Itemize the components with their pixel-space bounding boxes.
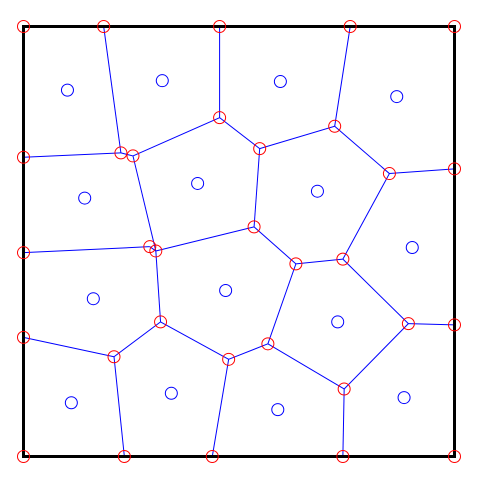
voronoi-edge <box>160 321 229 360</box>
voronoi-site <box>64 396 78 410</box>
voronoi-site <box>164 386 178 400</box>
voronoi-site <box>78 191 92 205</box>
voronoi-edge <box>23 152 121 158</box>
voronoi-site <box>390 90 404 104</box>
voronoi-edge <box>408 323 455 326</box>
voronoi-edge <box>132 117 220 157</box>
voronoi-site <box>155 74 169 88</box>
voronoi-edge <box>155 250 162 322</box>
voronoi-vertices <box>17 20 461 463</box>
voronoi-vertex <box>448 318 461 332</box>
voronoi-edge <box>342 388 345 457</box>
voronoi-vertex <box>213 111 227 125</box>
voronoi-edge <box>253 226 297 265</box>
voronoi-site <box>331 315 345 329</box>
voronoi-vertex <box>222 352 236 366</box>
voronoi-edge <box>389 168 455 175</box>
voronoi-edge <box>132 155 157 252</box>
voronoi-site <box>219 284 233 298</box>
voronoi-edge <box>103 26 122 153</box>
voronoi-site <box>273 75 287 89</box>
voronoi-vertex <box>382 167 396 181</box>
voronoi-site <box>60 83 74 97</box>
voronoi-vertex <box>401 317 415 331</box>
voronoi-vertex <box>289 257 303 271</box>
voronoi-vertex <box>126 149 140 163</box>
voronoi-vertex <box>107 350 121 364</box>
voronoi-vertex <box>17 450 30 463</box>
voronoi-edge <box>211 359 230 457</box>
voronoi-edge <box>334 26 351 127</box>
voronoi-site <box>397 391 411 405</box>
voronoi-site <box>271 403 285 417</box>
voronoi-vertex <box>253 142 267 156</box>
voronoi-vertex <box>328 119 342 133</box>
voronoi-vertex <box>343 20 357 33</box>
voronoi-vertex <box>448 162 461 176</box>
voronoi-vertex <box>17 246 30 260</box>
voronoi-vertex <box>448 450 461 463</box>
voronoi-vertex <box>17 330 30 344</box>
voronoi-site <box>405 241 419 255</box>
voronoi-edge <box>343 323 409 390</box>
voronoi-edge <box>155 226 255 252</box>
voronoi-site <box>191 176 205 190</box>
voronoi-edge <box>267 263 297 345</box>
voronoi-vertex <box>336 450 350 463</box>
voronoi-sites <box>60 74 419 417</box>
voronoi-edge <box>267 343 345 390</box>
voronoi-vertex <box>337 382 351 396</box>
voronoi-edge <box>228 343 269 360</box>
voronoi-vertex <box>17 20 30 33</box>
voronoi-vertex <box>261 337 275 351</box>
voronoi-site <box>86 292 100 306</box>
voronoi-edge <box>219 117 260 150</box>
voronoi-edge <box>113 356 125 457</box>
voronoi-vertex <box>336 252 350 266</box>
voronoi-edge <box>23 246 150 254</box>
voronoi-edge <box>23 336 115 358</box>
bounding-frame <box>22 25 456 458</box>
voronoi-edges <box>23 26 455 457</box>
voronoi-edge <box>259 125 335 150</box>
voronoi-vertex <box>114 146 128 160</box>
voronoi-edge <box>295 258 343 265</box>
voronoi-vertex <box>154 315 168 329</box>
voronoi-vertex <box>247 220 261 234</box>
voronoi-edge <box>342 173 390 260</box>
voronoi-vertex <box>213 20 227 33</box>
voronoi-site <box>310 184 324 198</box>
voronoi-vertex <box>97 20 111 33</box>
voronoi-vertex <box>117 450 131 463</box>
voronoi-edge <box>334 125 390 174</box>
voronoi-edge <box>253 148 261 227</box>
voronoi-vertex <box>448 20 461 33</box>
voronoi-edge <box>342 258 409 324</box>
voronoi-vertex <box>17 150 30 164</box>
voronoi-vertex <box>149 244 163 258</box>
voronoi-edge <box>113 321 161 358</box>
voronoi-vertex <box>205 450 219 463</box>
